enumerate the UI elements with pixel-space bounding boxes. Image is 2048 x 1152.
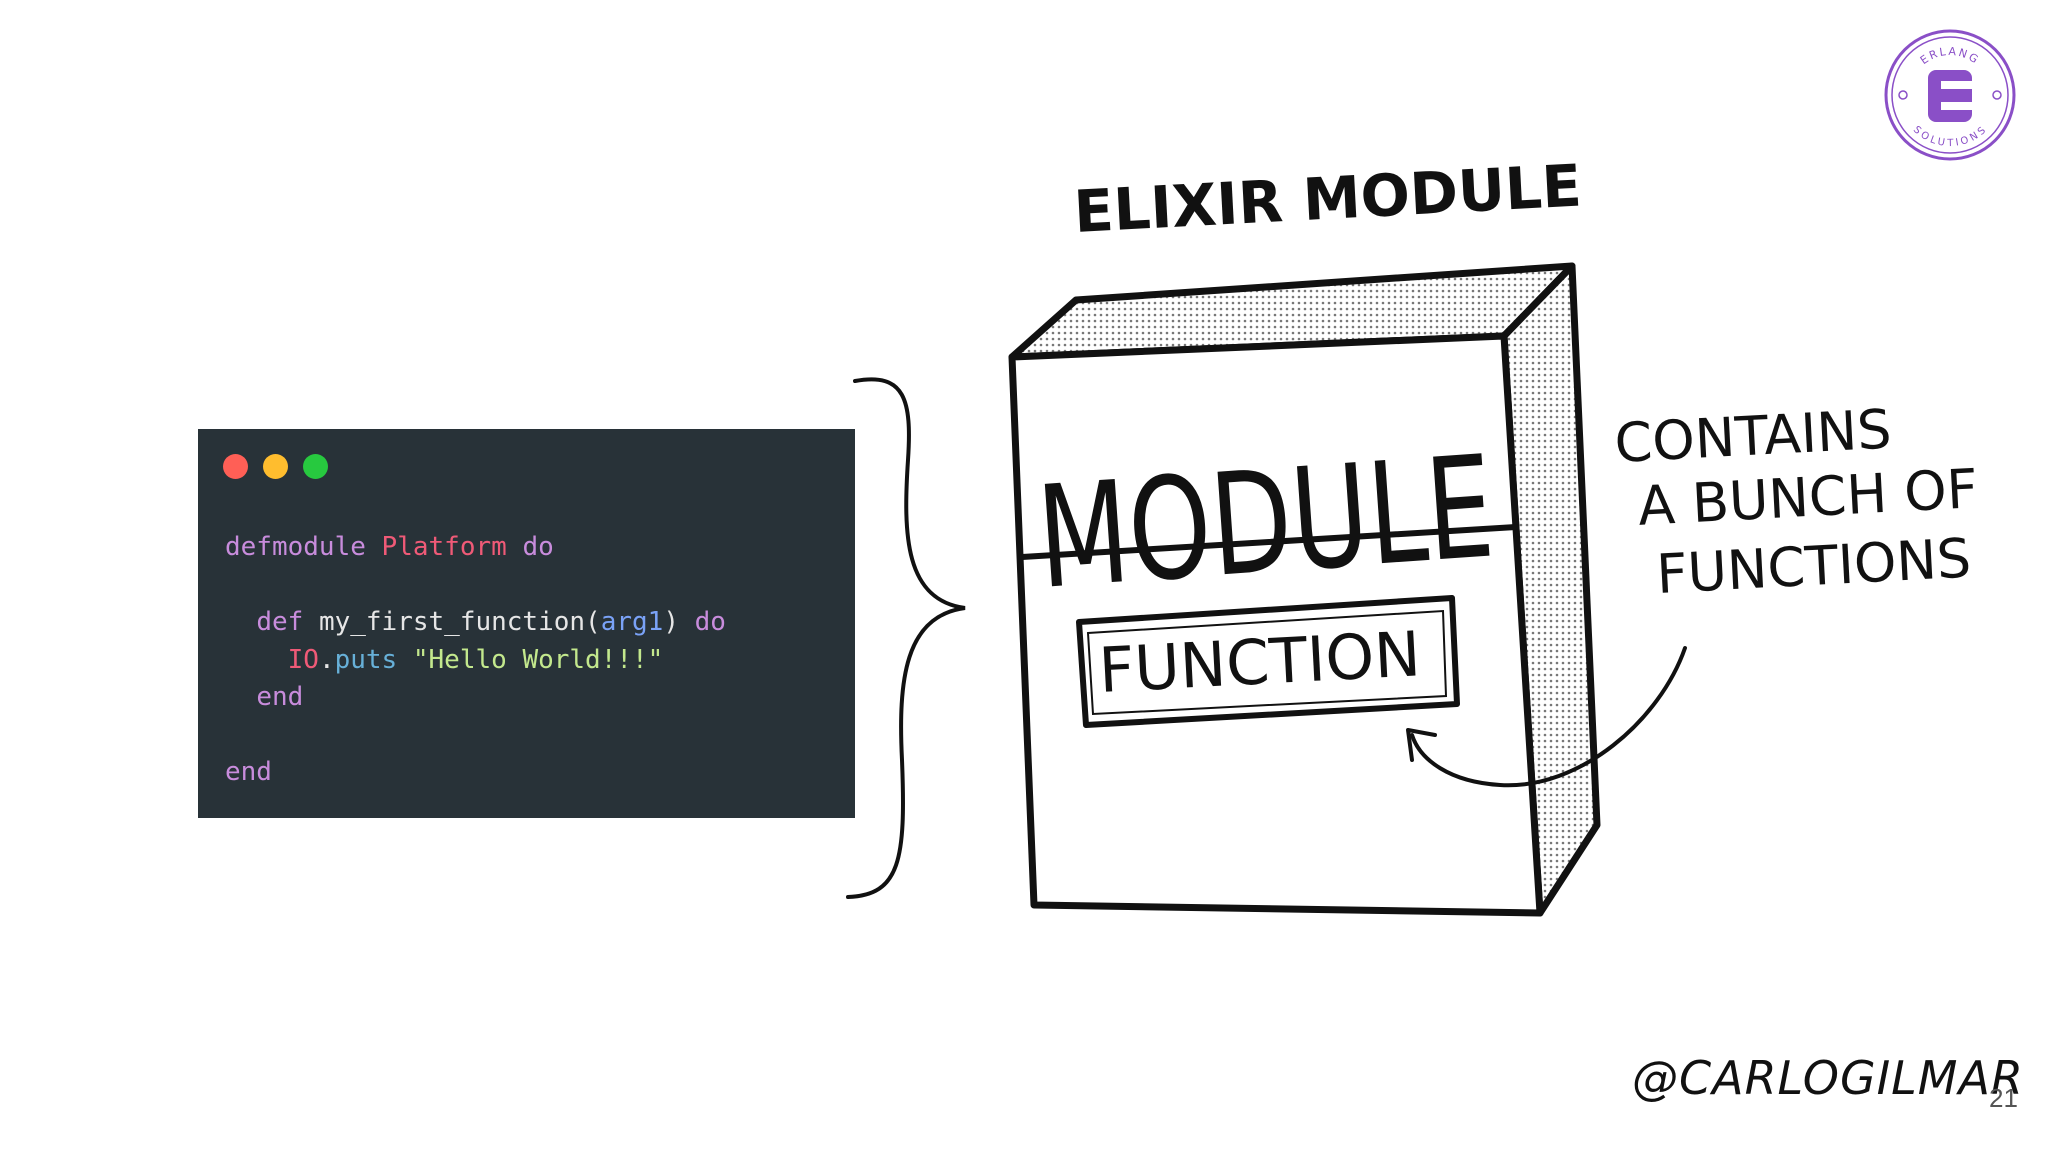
note-line-1: CONTAINS bbox=[1613, 398, 1893, 475]
author-handle: @CARLOGILMAR bbox=[1632, 1051, 2024, 1105]
code-token: Platform bbox=[381, 532, 507, 562]
code-token: do bbox=[694, 607, 726, 637]
annotation-note: CONTAINS A BUNCH OF FUNCTIONS bbox=[1613, 398, 1979, 606]
code-token: arg1 bbox=[600, 607, 664, 637]
page-number: 21 bbox=[1989, 1083, 2018, 1113]
code-token: def bbox=[256, 607, 304, 637]
function-box bbox=[1076, 595, 1460, 728]
note-line-3: FUNCTIONS bbox=[1655, 527, 1973, 606]
arrow-head-icon bbox=[1406, 728, 1437, 762]
code-token: IO bbox=[287, 644, 319, 675]
code-token: end bbox=[256, 682, 304, 712]
annotation-arrow bbox=[1410, 646, 1687, 788]
close-dot-icon bbox=[223, 454, 248, 479]
code-token: defmodule bbox=[225, 532, 366, 562]
code-token: . bbox=[318, 644, 335, 675]
code-token: puts bbox=[334, 644, 398, 675]
code-token: do bbox=[522, 532, 554, 562]
curly-brace bbox=[846, 377, 966, 899]
diagram-title: ELIXIR MODULE bbox=[1072, 151, 1583, 246]
code-token: end bbox=[225, 757, 272, 787]
minimize-dot-icon bbox=[263, 454, 288, 479]
erlang-solutions-logo: ERLANG SOLUTIONS bbox=[1884, 29, 2016, 161]
function-label: FUNCTION bbox=[1097, 617, 1422, 707]
code-token: ) bbox=[663, 607, 679, 637]
maximize-dot-icon bbox=[303, 454, 328, 479]
logo-e-icon bbox=[1928, 70, 1972, 122]
module-label: MODULE bbox=[1033, 426, 1499, 621]
code-token: "Hello World!!!" bbox=[412, 644, 664, 675]
code-window: defmodule Platform do def my_first_funct… bbox=[198, 429, 855, 818]
code-block: defmodule Platform do def my_first_funct… bbox=[225, 529, 726, 792]
box-divider bbox=[1019, 524, 1519, 560]
code-token: my_first_function( bbox=[318, 607, 601, 637]
window-controls bbox=[223, 454, 328, 479]
